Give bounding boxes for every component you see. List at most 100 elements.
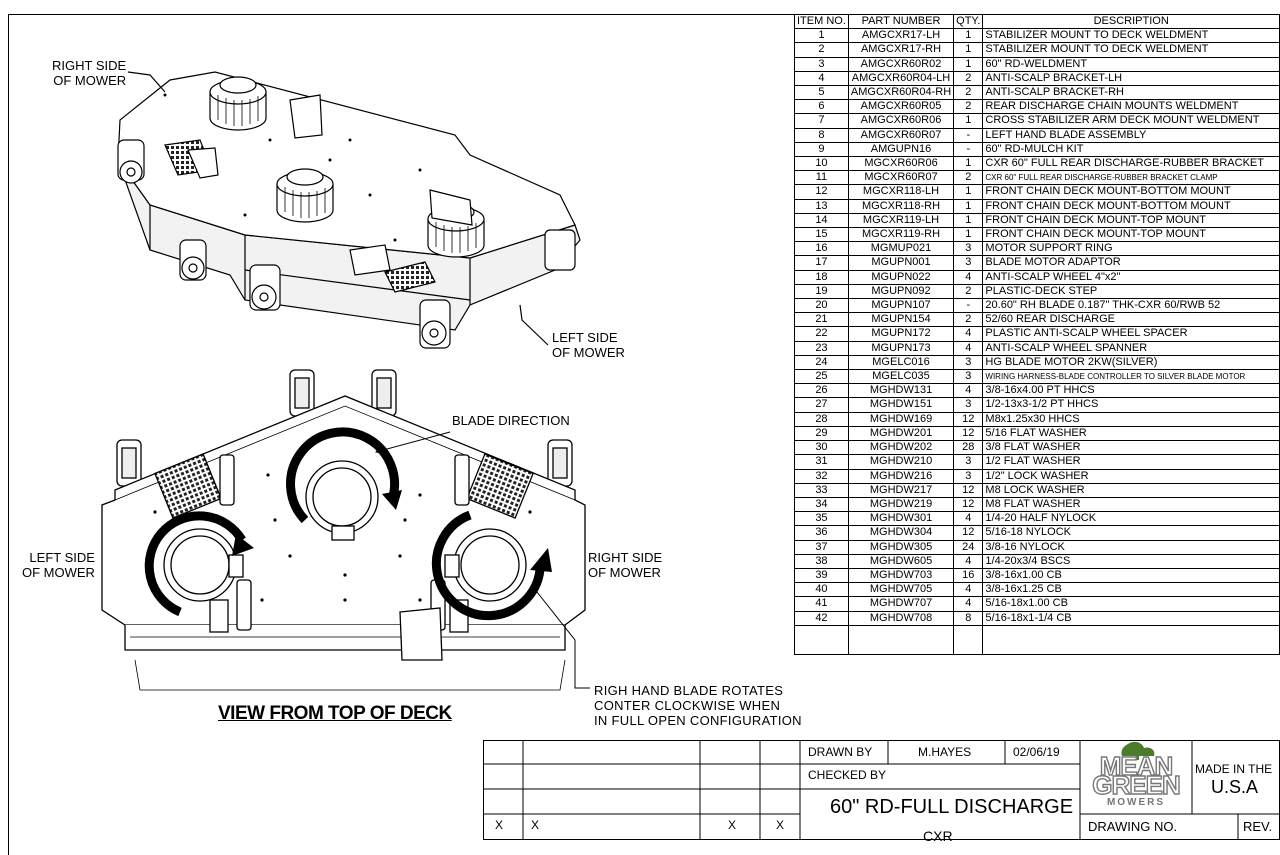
bom-header-item: ITEM NO. [794, 13, 849, 30]
anti-scalp-wheel [116, 439, 142, 487]
bom-item-no: 25 [794, 369, 849, 385]
bom-description: 1/4-20x3/4 BSCS [982, 553, 1280, 569]
bom-qty: - [953, 141, 984, 158]
bom-item-no: 27 [794, 397, 849, 413]
bom-header-description: DESCRIPTION [982, 13, 1280, 30]
bom-item-no: 4 [794, 70, 849, 87]
bom-qty: 4 [953, 269, 984, 285]
bom-part-number: AMGCXR17-LH [847, 28, 955, 44]
bom-part-number: AMGCXR60R06 [847, 113, 955, 129]
bom-qty: 12 [953, 496, 984, 513]
bom-description: CROSS STABILIZER ARM DECK MOUNT WELDMENT [982, 113, 1280, 129]
bom-description: STABILIZER MOUNT TO DECK WELDMENT [982, 28, 1280, 44]
bom-item-no: 40 [794, 582, 849, 598]
bom-item-no: 36 [794, 525, 849, 541]
bom-item-no: 11 [794, 170, 849, 186]
bom-part-number: AMGCXR60R04-LH [847, 70, 955, 87]
deck-step [466, 453, 534, 519]
bom-part-number: MGHDW151 [847, 397, 955, 413]
bom-item-no: 42 [794, 610, 849, 626]
bom-part-number: AMGCXR60R02 [847, 56, 955, 72]
drawn-by-value: M.HAYES [918, 745, 972, 759]
logo-text-mowers: MOWERS [1106, 797, 1166, 808]
bom-qty: 4 [953, 553, 984, 569]
bom-part-number: MGHDW201 [847, 425, 955, 442]
bom-qty: 1 [953, 156, 984, 172]
bom-description: REAR DISCHARGE CHAIN MOUNTS WELDMENT [982, 99, 1280, 115]
bom-item-no: 17 [794, 255, 849, 271]
bom-description: M8x1.25x30 HHCS [982, 411, 1280, 427]
drawn-by-label: DRAWN BY [808, 745, 873, 759]
bom-description: 5/16-18x1-1/4 CB [982, 610, 1280, 626]
bom-part-number: AMGUPN16 [847, 141, 955, 158]
bom-qty: 2 [953, 70, 984, 87]
bom-description: 3/8 FLAT WASHER [982, 440, 1280, 456]
bom-item-no: 41 [794, 596, 849, 612]
bom-part-number: MGCXR119-RH [847, 227, 955, 243]
anti-scalp-wheel [547, 439, 573, 487]
bom-item-no: 2 [794, 42, 849, 58]
bom-part-number: MGUPN172 [847, 326, 955, 342]
bom-description: STABILIZER MOUNT TO DECK WELDMENT [982, 42, 1280, 58]
bom-description: ANTI-SCALP WHEEL 4"x2" [982, 269, 1280, 285]
bom-part-number: MGHDW708 [847, 610, 955, 626]
bom-part-number: MGUPN092 [847, 283, 955, 300]
anti-scalp-wheel [289, 369, 315, 417]
bom-description: 60" RD-WELDMENT [982, 56, 1280, 72]
bom-qty: 2 [953, 312, 984, 328]
bom-qty: 12 [953, 411, 984, 427]
bom-description: BLADE MOTOR ADAPTOR [982, 255, 1280, 271]
bom-part-number: MGELC016 [847, 354, 955, 371]
bom-description: M8 LOCK WASHER [982, 482, 1280, 498]
bom-item-no: 3 [794, 56, 849, 72]
bom-qty: 4 [953, 340, 984, 356]
bom-qty: 28 [953, 440, 984, 456]
bom-part-number: MGHDW703 [847, 567, 955, 584]
bom-qty: 24 [953, 539, 984, 555]
blade-motor-housing [276, 168, 334, 223]
bom-item-no: 20 [794, 298, 849, 314]
bom-item-no: 38 [794, 553, 849, 569]
drawing-no-label: DRAWING NO. [1088, 819, 1178, 834]
bom-qty: 1 [953, 42, 984, 58]
bom-item-no: 1 [794, 28, 849, 44]
logo-leaf-icon [1121, 741, 1155, 760]
bom-item-no: 6 [794, 99, 849, 115]
anti-scalp-wheel [117, 139, 145, 184]
bom-qty: 3 [953, 454, 984, 470]
bom-empty-cell [847, 624, 955, 655]
bom-item-no: 26 [794, 383, 849, 399]
bom-part-number: AMGCXR60R07 [847, 127, 955, 143]
bom-description: HG BLADE MOTOR 2KW(SILVER) [982, 354, 1280, 371]
bom-qty: 4 [953, 596, 984, 612]
bom-item-no: 33 [794, 482, 849, 498]
bom-description: 1/4-20 HALF NYLOCK [982, 511, 1280, 527]
bom-part-number: MGHDW707 [847, 596, 955, 612]
bom-qty: 1 [953, 212, 984, 229]
bom-description: WIRING HARNESS-BLADE CONTROLLER TO SILVE… [982, 369, 1280, 385]
anti-scalp-wheel [249, 264, 281, 311]
bom-item-no: 22 [794, 326, 849, 342]
bom-description: FRONT CHAIN DECK MOUNT-TOP MOUNT [982, 227, 1280, 243]
bom-qty: - [953, 127, 984, 143]
bom-part-number: MGHDW202 [847, 440, 955, 456]
bom-item-no: 28 [794, 411, 849, 427]
bom-description: 52/60 REAR DISCHARGE [982, 312, 1280, 328]
